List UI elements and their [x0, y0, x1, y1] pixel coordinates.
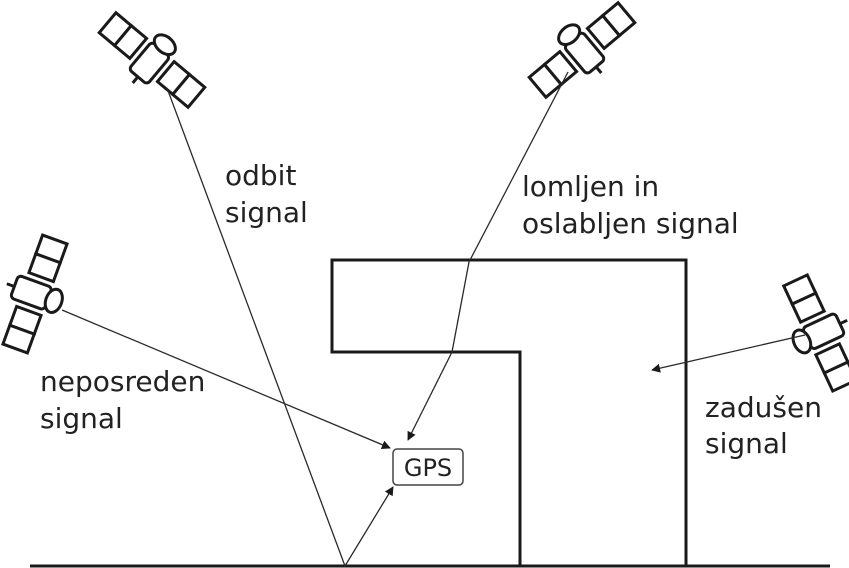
- satellite-icon: [0, 227, 83, 360]
- reflected-label-line-1: odbit: [225, 159, 296, 192]
- reflected-signal-ray: [166, 87, 394, 568]
- gps-label: GPS: [404, 454, 452, 482]
- refracted-label-line-1: lomljen in: [522, 170, 659, 203]
- satellite-icon: [768, 266, 849, 399]
- blocked-label-line-1: zadušen: [705, 391, 822, 424]
- gps-receiver: GPS: [392, 448, 464, 486]
- gps-receiver-box: [392, 448, 464, 486]
- refracted-label-line-2: oslabljen signal: [522, 207, 739, 240]
- blocked-label-line-2: signal: [705, 427, 788, 460]
- building-outline: [330, 258, 688, 566]
- direct-label-line-2: signal: [40, 402, 123, 435]
- direct-label-line-1: neposreden: [40, 365, 205, 398]
- blocked-signal-ray: [651, 334, 806, 373]
- refracted-signal-ray: [407, 71, 569, 441]
- direct-signal-ray: [61, 309, 391, 450]
- satellite-icon: [518, 0, 648, 112]
- satellite-icon: [86, 0, 216, 122]
- reflected-label-line-2: signal: [225, 196, 308, 229]
